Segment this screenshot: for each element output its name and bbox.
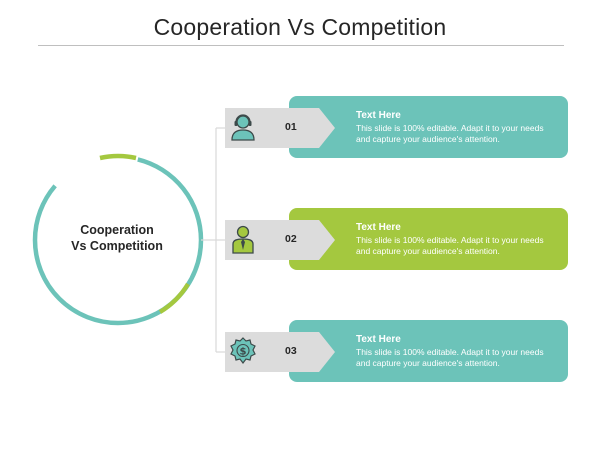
card-1-bg [289,96,568,158]
item-1-heading: Text Here [356,110,401,121]
center-label-line2: Vs Competition [71,239,163,253]
dollar-badge-icon: $ [230,337,256,364]
headset-person-icon [231,114,255,141]
item-2-number: 02 [285,233,297,245]
slide-title: Cooperation Vs Competition [153,14,447,40]
tab-3-arrow [225,332,335,372]
center-label-line1: Cooperation [80,223,154,237]
center-label: Cooperation Vs Competition [42,222,192,254]
item-2-heading: Text Here [356,222,401,233]
list-item-1: 01 Text Here This slide is 100% editable… [0,96,600,160]
item-1-body: This slide is 100% editable. Adapt it to… [356,123,544,144]
item-3-number: 03 [285,345,297,357]
ring-accent-top [99,153,137,161]
item-2-body: This slide is 100% editable. Adapt it to… [356,235,544,256]
ring-accent-bottom [158,282,190,314]
list-item-2: 02 Text Here This slide is 100% editable… [0,208,600,272]
list-item-3: $ 03 Text Here This slide is 100% editab… [0,320,600,384]
title-divider [38,45,564,46]
svg-text:$: $ [240,347,247,358]
businessman-icon [232,225,254,254]
item-3-heading: Text Here [356,334,401,345]
card-3-bg [289,320,568,382]
card-2-bg [289,208,568,270]
item-3-body: This slide is 100% editable. Adapt it to… [356,347,544,368]
item-1-number: 01 [285,121,297,133]
connector-lines [201,127,225,353]
